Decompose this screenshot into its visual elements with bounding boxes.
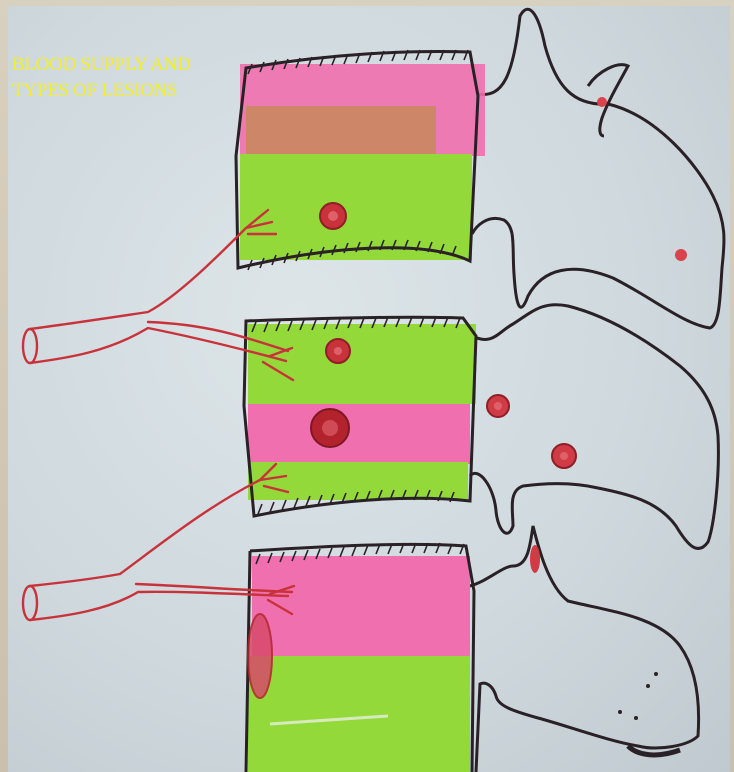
title-line-2: TYPES OF LESIONS [12,78,190,104]
artery-lower-trunk [30,480,260,586]
spine-diagram [8,6,730,772]
speck-1 [654,672,658,676]
vertebra-top-posterior-outline [472,9,724,328]
artery-upper-trunk-lower [30,328,286,363]
lesion-top-body-core [328,211,338,221]
vertebra-bottom [246,526,699,772]
artery-upper-lumen [23,329,37,363]
paper-sheet: BLOOD SUPPLY AND TYPES OF LESIONS [8,6,730,772]
vertebra-middle-posterior-outline [470,305,718,549]
lesion-top-posterior [675,249,687,261]
vertebra-middle [244,305,718,549]
title-line-1: BLOOD SUPPLY AND [12,52,190,78]
lesion-top-process [597,97,607,107]
lesion-middle-pedicle-core [494,402,502,410]
speck-3 [634,716,638,720]
vertebra-top [236,9,724,328]
lesion-bottom-pedicle [530,545,540,573]
vertebra-top-process-outline [588,65,628,136]
lesion-middle-upper-core [334,347,342,355]
vertebra-bottom-posterior-outline [470,526,699,772]
lesion-middle-posterior-core [560,452,568,460]
speck-2 [646,684,650,688]
speck-4 [618,710,622,714]
artery-upper-trunk [30,228,246,329]
vertebra-top-green-zone [240,154,472,260]
vertebra-middle-green-zone-lower [248,462,468,500]
vertebra-middle-green-zone-upper [248,324,476,404]
vertebra-middle-pink-zone [248,404,470,464]
vertebra-bottom-green-zone [248,656,470,772]
lesion-middle-large-core [322,420,338,436]
lesion-bottom-anterior [248,614,272,698]
artery-lower-lumen [23,586,37,620]
diagram-title: BLOOD SUPPLY AND TYPES OF LESIONS [12,52,190,104]
